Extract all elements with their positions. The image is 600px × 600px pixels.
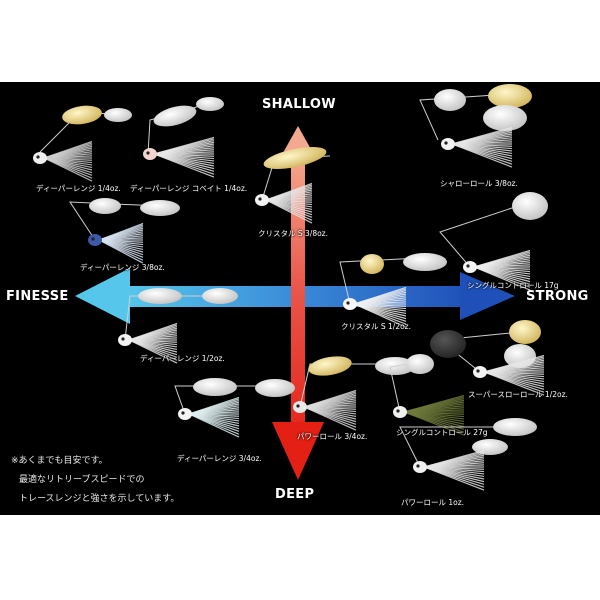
- eye-icon: [416, 464, 420, 468]
- product-label: クリスタル S 1/2oz.: [341, 322, 412, 331]
- blade-icon: [196, 97, 224, 111]
- jighead-icon: [88, 234, 102, 246]
- wire-arm-icon: [419, 93, 511, 141]
- eye-icon: [91, 237, 95, 241]
- product-label: スーパースローロール 1/2oz.: [468, 390, 568, 399]
- blade-icon: [360, 254, 384, 274]
- blade-icon: [493, 418, 537, 436]
- jighead-icon: [293, 401, 307, 413]
- blade-icon: [153, 105, 197, 127]
- jighead-icon: [413, 461, 427, 473]
- chart-artwork: [33, 84, 548, 491]
- blade-icon: [308, 356, 352, 376]
- skirt-icon: [483, 354, 545, 396]
- wire-arm-icon: [69, 201, 161, 241]
- blade-icon: [202, 288, 238, 304]
- jighead-icon: [463, 261, 477, 273]
- blade-icon: [488, 84, 532, 108]
- product-label: パワーロール 3/4oz.: [297, 432, 368, 441]
- jighead-icon: [118, 334, 132, 346]
- wire-arm-icon: [439, 201, 531, 268]
- wire-arm-icon: [299, 363, 400, 408]
- product-label: ディーパーレンジ コベイト 1/4oz.: [130, 184, 248, 193]
- eye-icon: [181, 411, 185, 415]
- eye-icon: [121, 337, 125, 341]
- skirt-icon: [128, 322, 178, 364]
- blade-icon: [509, 320, 541, 344]
- product-label: ディーパーレンジ 3/8oz.: [80, 263, 165, 272]
- wire-arm-icon: [339, 257, 421, 305]
- eye-icon: [346, 301, 350, 305]
- blade-icon: [193, 378, 237, 396]
- finesse-label: FINESSE: [6, 289, 69, 304]
- shallow-label: SHALLOW: [262, 97, 336, 112]
- wire-arm-icon: [124, 295, 220, 341]
- blade-icon: [263, 146, 327, 170]
- blade-icon: [430, 330, 466, 358]
- eye-icon: [146, 151, 150, 155]
- jighead-icon: [441, 138, 455, 150]
- skirt-icon: [451, 126, 513, 168]
- blade-icon: [483, 105, 527, 131]
- eye-icon: [36, 155, 40, 159]
- spinnerbait-illustrations: [33, 84, 548, 491]
- eye-icon: [466, 264, 470, 268]
- skirt-icon: [403, 394, 465, 436]
- blade-icon: [140, 200, 180, 216]
- strong-label: STRONG: [526, 289, 589, 304]
- blade-icon: [406, 354, 434, 374]
- jighead-icon: [343, 298, 357, 310]
- product-label: ディーパーレンジ 1/2oz.: [140, 354, 225, 363]
- note-line: ※あくまでも目安です。: [11, 456, 108, 466]
- eye-icon: [476, 369, 480, 373]
- product-label: シングルコントロール 17g: [467, 281, 559, 290]
- eye-icon: [296, 404, 300, 408]
- disclaimer-note: ※あくまでも目安です。 最適なリトリーブスピードでの トレースレンジと強さを示し…: [11, 452, 179, 509]
- skirt-icon: [98, 222, 144, 264]
- jighead-icon: [178, 408, 192, 420]
- blade-icon: [89, 198, 121, 214]
- skirt-icon: [423, 449, 485, 491]
- note-line: 最適なリトリーブスピードでの: [19, 475, 145, 485]
- product-label: ディーパーレンジ 3/4oz.: [177, 454, 262, 463]
- wire-arm-icon: [399, 426, 520, 468]
- product-label: シングルコントロール 27g: [396, 428, 488, 437]
- jighead-icon: [473, 366, 487, 378]
- product-label: シャローロール 3/8oz.: [440, 179, 518, 188]
- chart-stage: SHALLOW DEEP FINESSE STRONG ディーパーレンジ 1/4…: [0, 82, 600, 515]
- product-label: パワーロール 1oz.: [401, 498, 465, 507]
- blade-icon: [512, 192, 548, 220]
- skirt-icon: [353, 286, 407, 328]
- skirt-icon: [153, 136, 215, 178]
- product-label: クリスタル S 3/8oz.: [258, 229, 329, 238]
- deep-label: DEEP: [275, 487, 315, 502]
- eye-icon: [258, 197, 262, 201]
- product-label: ディーパーレンジ 1/4oz.: [36, 184, 121, 193]
- jighead-icon: [33, 152, 47, 164]
- skirt-icon: [303, 389, 357, 431]
- jighead-icon: [255, 194, 269, 206]
- eye-icon: [444, 141, 448, 145]
- blade-icon: [104, 108, 132, 122]
- wire-arm-icon: [174, 385, 280, 415]
- skirt-icon: [188, 396, 240, 438]
- skirt-icon: [43, 140, 93, 182]
- blade-icon: [403, 253, 447, 271]
- skirt-icon: [473, 249, 531, 291]
- jighead-icon: [143, 148, 157, 160]
- blade-icon: [62, 105, 102, 125]
- blade-icon: [255, 379, 295, 397]
- blade-icon: [434, 89, 466, 111]
- jighead-icon: [393, 406, 407, 418]
- blade-icon: [138, 288, 182, 304]
- skirt-icon: [265, 182, 313, 224]
- note-line: トレースレンジと強さを示しています。: [19, 494, 180, 504]
- eye-icon: [396, 409, 400, 413]
